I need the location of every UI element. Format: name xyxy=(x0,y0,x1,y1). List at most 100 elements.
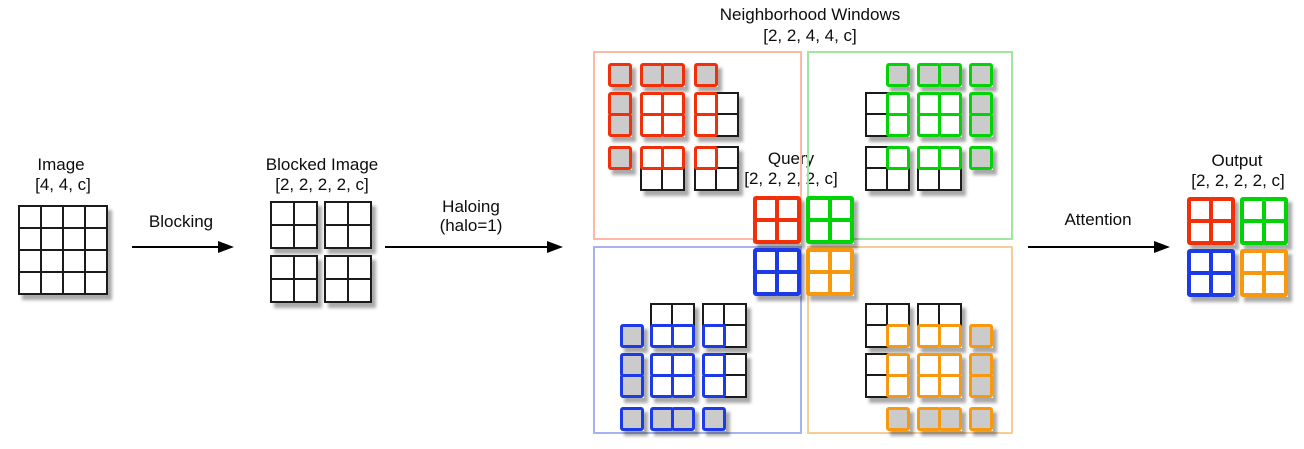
window-cell xyxy=(775,218,801,244)
window-cell xyxy=(1209,219,1235,245)
attention-arrow-head-icon xyxy=(1154,241,1170,253)
neighborhood-window-piece-top-right xyxy=(865,146,910,191)
blocked-image-block-top-right xyxy=(324,201,372,249)
pixel-cell xyxy=(84,227,108,251)
window-bounding-box-bottom-left xyxy=(593,246,802,434)
pixel-cell xyxy=(270,255,295,280)
pixel-cell xyxy=(347,224,372,249)
neighborhood-window-piece-bottom-right xyxy=(865,353,910,398)
neighborhood-window-piece-bottom-left xyxy=(702,303,747,348)
halo-padding-cell xyxy=(969,324,993,348)
window-bounding-box-top-left xyxy=(593,51,802,240)
halo-padding-cell xyxy=(694,63,718,87)
pixel-cell xyxy=(715,113,739,137)
query-block-top-right xyxy=(806,196,854,244)
window-cell xyxy=(650,374,674,398)
halo-padding-cell xyxy=(886,63,910,87)
neighborhood-window-piece-top-left xyxy=(694,63,718,87)
neighborhood-window-piece-top-left xyxy=(640,63,685,87)
neighborhood-windows-title: Neighborhood Windows xyxy=(719,5,901,24)
query-block-top-left xyxy=(753,196,801,244)
neighborhood-window-piece-bottom-left xyxy=(620,407,644,431)
halo-padding-cell xyxy=(702,407,726,431)
pixel-cell xyxy=(347,201,372,226)
blocked-image-block-top-left xyxy=(270,201,318,249)
halo-padding-cell xyxy=(969,374,993,398)
neighborhood-window-piece-bottom-right xyxy=(969,353,993,398)
neighborhood-window-piece-bottom-right xyxy=(886,407,910,431)
halo-padding-cell xyxy=(886,407,910,431)
window-cell xyxy=(828,270,854,296)
window-cell xyxy=(671,324,695,348)
window-cell xyxy=(640,146,664,170)
window-bounding-box-top-right xyxy=(807,51,1013,240)
image-shape-label: [4, 4, c] xyxy=(35,175,91,194)
attention-arrow-line xyxy=(1028,246,1156,248)
window-cell xyxy=(702,324,726,348)
halo-padding-cell xyxy=(620,407,644,431)
blocked-image-block-bottom-right xyxy=(324,255,372,303)
haloing-arrow-label: Haloing xyxy=(442,197,500,216)
pixel-cell xyxy=(347,278,372,303)
halo-padding-cell xyxy=(938,407,962,431)
neighborhood-window-piece-top-left xyxy=(640,146,685,191)
halo-padding-cell xyxy=(620,353,644,377)
window-cell xyxy=(702,374,726,398)
neighborhood-window-piece-top-right xyxy=(865,92,910,137)
blocking-arrow-head-icon xyxy=(218,241,234,253)
window-cell xyxy=(828,218,854,244)
neighborhood-window-piece-top-left xyxy=(694,146,739,191)
pixel-cell xyxy=(347,255,372,280)
window-cell xyxy=(694,146,718,170)
window-cell xyxy=(886,374,910,398)
pixel-cell xyxy=(62,249,86,273)
halo-padding-cell xyxy=(608,63,632,87)
pixel-cell xyxy=(62,227,86,251)
blocked-image-block-bottom-left xyxy=(270,255,318,303)
pixel-cell xyxy=(886,167,910,191)
neighborhood-window-piece-top-right xyxy=(969,92,993,137)
pixel-cell xyxy=(661,167,685,191)
neighborhood-window-piece-top-right xyxy=(969,63,993,87)
window-cell xyxy=(640,113,664,137)
pixel-cell xyxy=(324,224,349,249)
neighborhood-window-piece-top-left xyxy=(608,92,632,137)
neighborhood-window-piece-bottom-left xyxy=(620,353,644,398)
neighborhood-window-piece-bottom-right xyxy=(917,303,962,348)
window-cell xyxy=(886,146,910,170)
neighborhood-window-piece-bottom-right xyxy=(865,303,910,348)
pixel-cell xyxy=(865,146,889,170)
pixel-cell xyxy=(62,271,86,295)
output-shape-label: [2, 2, 2, 2, c] xyxy=(1191,171,1285,190)
window-cell xyxy=(661,113,685,137)
neighborhood-window-piece-top-left xyxy=(694,92,739,137)
neighborhood-window-piece-bottom-left xyxy=(702,407,726,431)
neighborhood-window-piece-bottom-left xyxy=(650,353,695,398)
pixel-cell xyxy=(293,255,318,280)
halo-padding-cell xyxy=(661,63,685,87)
window-cell xyxy=(694,113,718,137)
pixel-cell xyxy=(40,271,64,295)
neighborhood-window-piece-bottom-right xyxy=(917,407,962,431)
neighborhood-window-piece-top-right xyxy=(886,63,910,87)
window-cell xyxy=(938,324,962,348)
pixel-cell xyxy=(84,205,108,229)
window-cell xyxy=(886,324,910,348)
image-title: Image xyxy=(37,155,85,174)
halo-padding-cell xyxy=(620,324,644,348)
query-block-bottom-left xyxy=(753,248,801,296)
window-cell xyxy=(938,146,962,170)
blocked-image-title: Blocked Image xyxy=(265,155,379,174)
pixel-cell xyxy=(324,201,349,226)
pixel-cell xyxy=(270,278,295,303)
window-cell xyxy=(775,270,801,296)
window-cell xyxy=(938,353,962,377)
neighborhood-window-piece-top-left xyxy=(608,63,632,87)
pixel-cell xyxy=(886,303,910,327)
halo-padding-cell xyxy=(620,374,644,398)
pixel-cell xyxy=(84,249,108,273)
pixel-cell xyxy=(293,278,318,303)
pixel-cell xyxy=(18,249,42,273)
pixel-cell xyxy=(293,224,318,249)
blocking-arrow-line xyxy=(132,246,220,248)
